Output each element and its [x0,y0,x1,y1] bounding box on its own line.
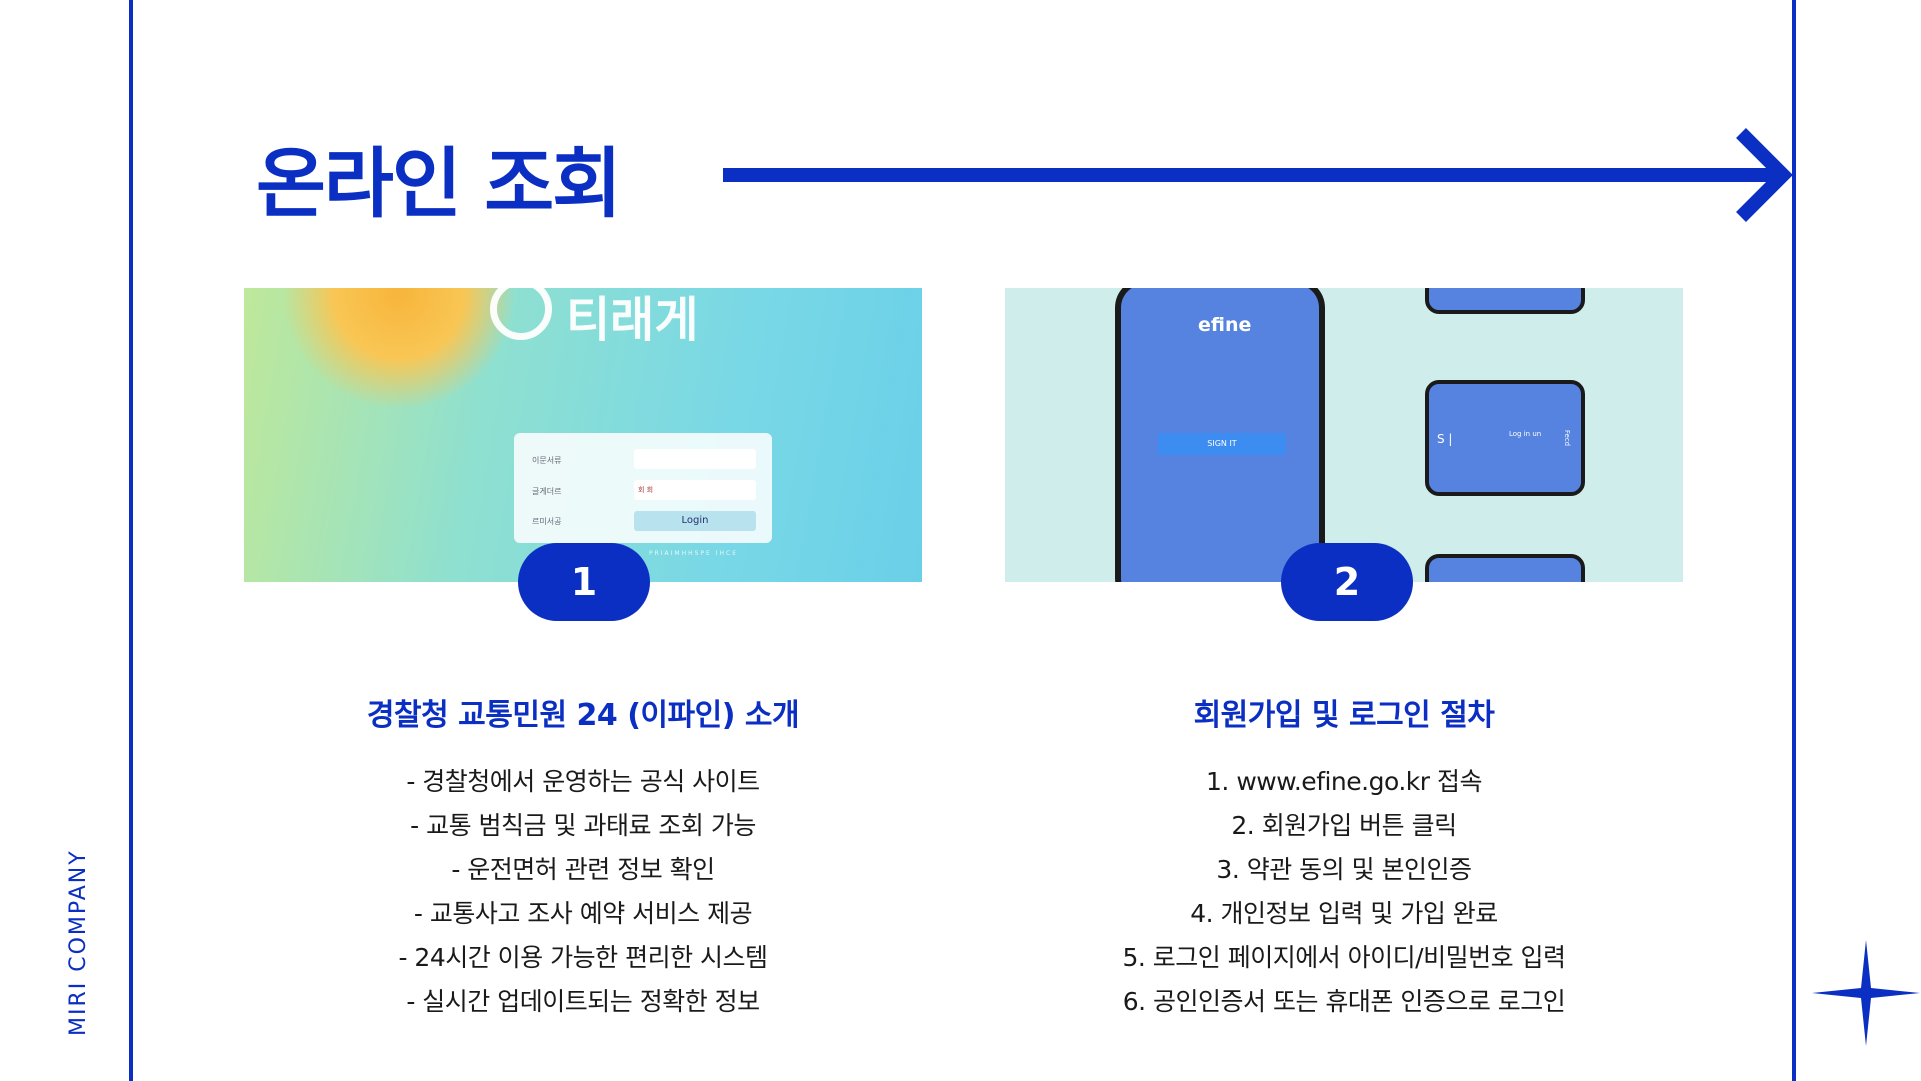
login-form: 이문서류 글게더르 회 회 르미서공 Login [514,433,772,543]
form-field-1 [634,449,756,469]
phone-side-text-right: Fecd [1563,429,1572,447]
list-item: 3. 약관 동의 및 본인인증 [1216,855,1472,884]
form-field-2: 회 회 [634,480,756,500]
arrow-right-icon [723,128,1793,222]
step-badge-2: 2 [1281,543,1413,621]
form-label-2: 글게더르 [532,487,562,496]
list-item: 5. 로그인 페이지에서 아이디/비밀번호 입력 [1122,943,1566,972]
phone-side-bottom [1425,554,1585,582]
efine-app-phones-image: efine SIGN IT S | Log in un Fecd [1005,288,1683,582]
sparkle-star-icon [1812,940,1920,1046]
footer-text: PRIAIMHHSPE IHCE [649,550,739,557]
sign-in-button: SIGN IT [1158,433,1286,455]
intro-heading: 경찰청 교통민원 24 (이파인) 소개 [366,698,800,733]
list-item: - 교통사고 조사 예약 서비스 제공 [413,899,753,928]
form-label-3: 르미서공 [532,517,562,526]
list-item: 4. 개인정보 입력 및 가입 완료 [1190,899,1498,928]
phone-side-middle: S | Log in un Fecd [1425,380,1585,496]
step-badge-1: 1 [518,543,650,621]
signup-list: 1. www.efine.go.kr 접속 2. 회원가입 버튼 클릭 3. 약… [1034,760,1654,1024]
form-label-1: 이문서류 [532,456,562,465]
page-title: 온라인 조회 [256,139,622,228]
list-item: - 실시간 업데이트되는 정확한 정보 [406,987,760,1016]
list-item: 6. 공인인증서 또는 휴대폰 인증으로 로그인 [1122,987,1566,1016]
signup-section: 회원가입 및 로그인 절차 1. www.efine.go.kr 접속 2. 회… [1034,690,1654,1024]
list-item: - 교통 범칙금 및 과태료 조회 가능 [410,811,756,840]
logo-text: 티래게 [566,292,699,348]
list-item: 1. www.efine.go.kr 접속 [1206,767,1482,796]
sun-graphic [284,288,514,408]
right-border-line [1792,0,1796,1081]
list-item: 2. 회원가입 버튼 클릭 [1231,811,1457,840]
login-button: Login [634,511,756,531]
logo-icon [490,288,552,340]
signup-heading: 회원가입 및 로그인 절차 [1193,698,1495,733]
list-item: - 24시간 이용 가능한 편리한 시스템 [398,943,768,972]
intro-section: 경찰청 교통민원 24 (이파인) 소개 - 경찰청에서 운영하는 공식 사이트… [273,690,893,1024]
app-name: efine [1198,314,1252,336]
intro-list: - 경찰청에서 운영하는 공식 사이트 - 교통 범칙금 및 과태료 조회 가능… [273,760,893,1024]
phone-side-text-left: S | [1437,432,1453,446]
list-item: - 운전면허 관련 정보 확인 [451,855,715,884]
efine-website-screenshot: 티래게 이문서류 글게더르 회 회 르미서공 Login PRIAIMHHSPE… [244,288,922,582]
phone-side-text-mid: Log in un [1509,430,1542,438]
phone-side-top [1425,288,1585,314]
brand-label: MIRI COMPANY [66,849,91,1036]
left-border-line [129,0,133,1081]
list-item: - 경찰청에서 운영하는 공식 사이트 [406,767,760,796]
